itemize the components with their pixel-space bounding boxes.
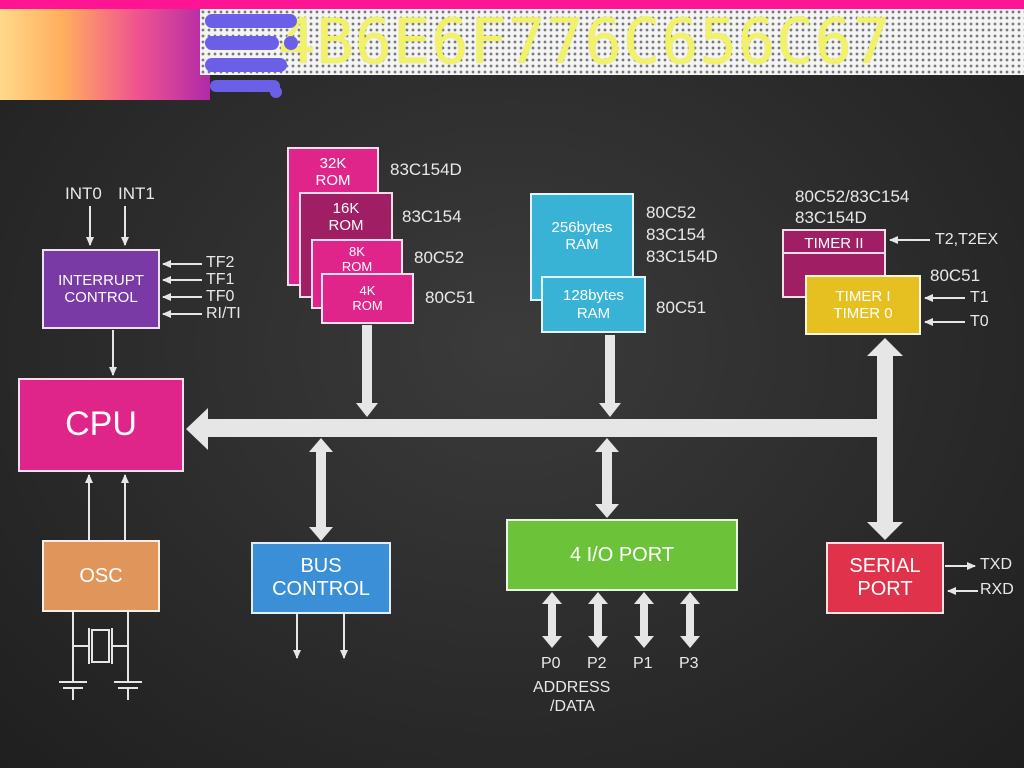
main-data-bus — [186, 408, 880, 450]
cpu-block: CPU — [18, 378, 184, 472]
io-port-arrow — [595, 438, 619, 518]
ram-variant-80c52: 80C52 — [646, 203, 697, 222]
port-p0-label: P0 — [541, 655, 561, 672]
int1-label: INT1 — [118, 184, 155, 203]
data-label: /DATA — [550, 698, 595, 715]
t0-input-label: T0 — [970, 313, 989, 330]
address-label: ADDRESS — [533, 679, 611, 696]
rxd-label: RXD — [980, 581, 1014, 598]
timer2-input-label: T2,T2EX — [935, 231, 999, 248]
banner-gradient — [0, 9, 210, 100]
port-p3-label: P3 — [679, 655, 699, 672]
rom-variant-80c51: 80C51 — [425, 288, 476, 307]
flag-tf2: TF2 — [206, 254, 235, 271]
port-p2-label: P2 — [587, 655, 607, 672]
ram-variant-80c51: 80C51 — [656, 298, 707, 317]
rom-variant-83c154: 83C154 — [402, 207, 462, 226]
rom-variant-80c52: 80C52 — [414, 248, 465, 267]
timer-variant-80c52-83c154: 80C52/83C154 — [795, 187, 910, 206]
flag-ri-ti: RI/TI — [206, 305, 241, 322]
flag-tf0: TF0 — [206, 288, 235, 305]
timer01-variant-80c51: 80C51 — [930, 266, 981, 285]
timer-serial-arrow — [867, 338, 903, 540]
bus-control-arrow — [309, 438, 333, 541]
ram-bus-arrow — [599, 335, 621, 417]
osc-block: OSC — [42, 540, 160, 612]
ram-variant-83c154d: 83C154D — [646, 247, 718, 266]
txd-label: TXD — [980, 556, 1012, 573]
t1-input-label: T1 — [970, 289, 989, 306]
flag-tf1: TF1 — [206, 271, 235, 288]
rom-variant-83c154d: 83C154D — [390, 160, 462, 179]
port-arrows — [542, 592, 700, 648]
rom-bus-arrow — [356, 325, 378, 417]
banner-dot-matrix — [200, 9, 1024, 75]
port-p1-label: P1 — [633, 655, 653, 672]
timer2-divider — [784, 252, 884, 254]
banner-hex-text: 4B6E6F776C656C67 — [278, 9, 892, 75]
ram-variant-83c154: 83C154 — [646, 225, 706, 244]
int0-label: INT0 — [65, 184, 102, 203]
io-port-block: 4 I/O PORT — [506, 519, 738, 591]
timer-variant-83c154d: 83C154D — [795, 208, 867, 227]
banner-stripe — [0, 0, 1024, 9]
